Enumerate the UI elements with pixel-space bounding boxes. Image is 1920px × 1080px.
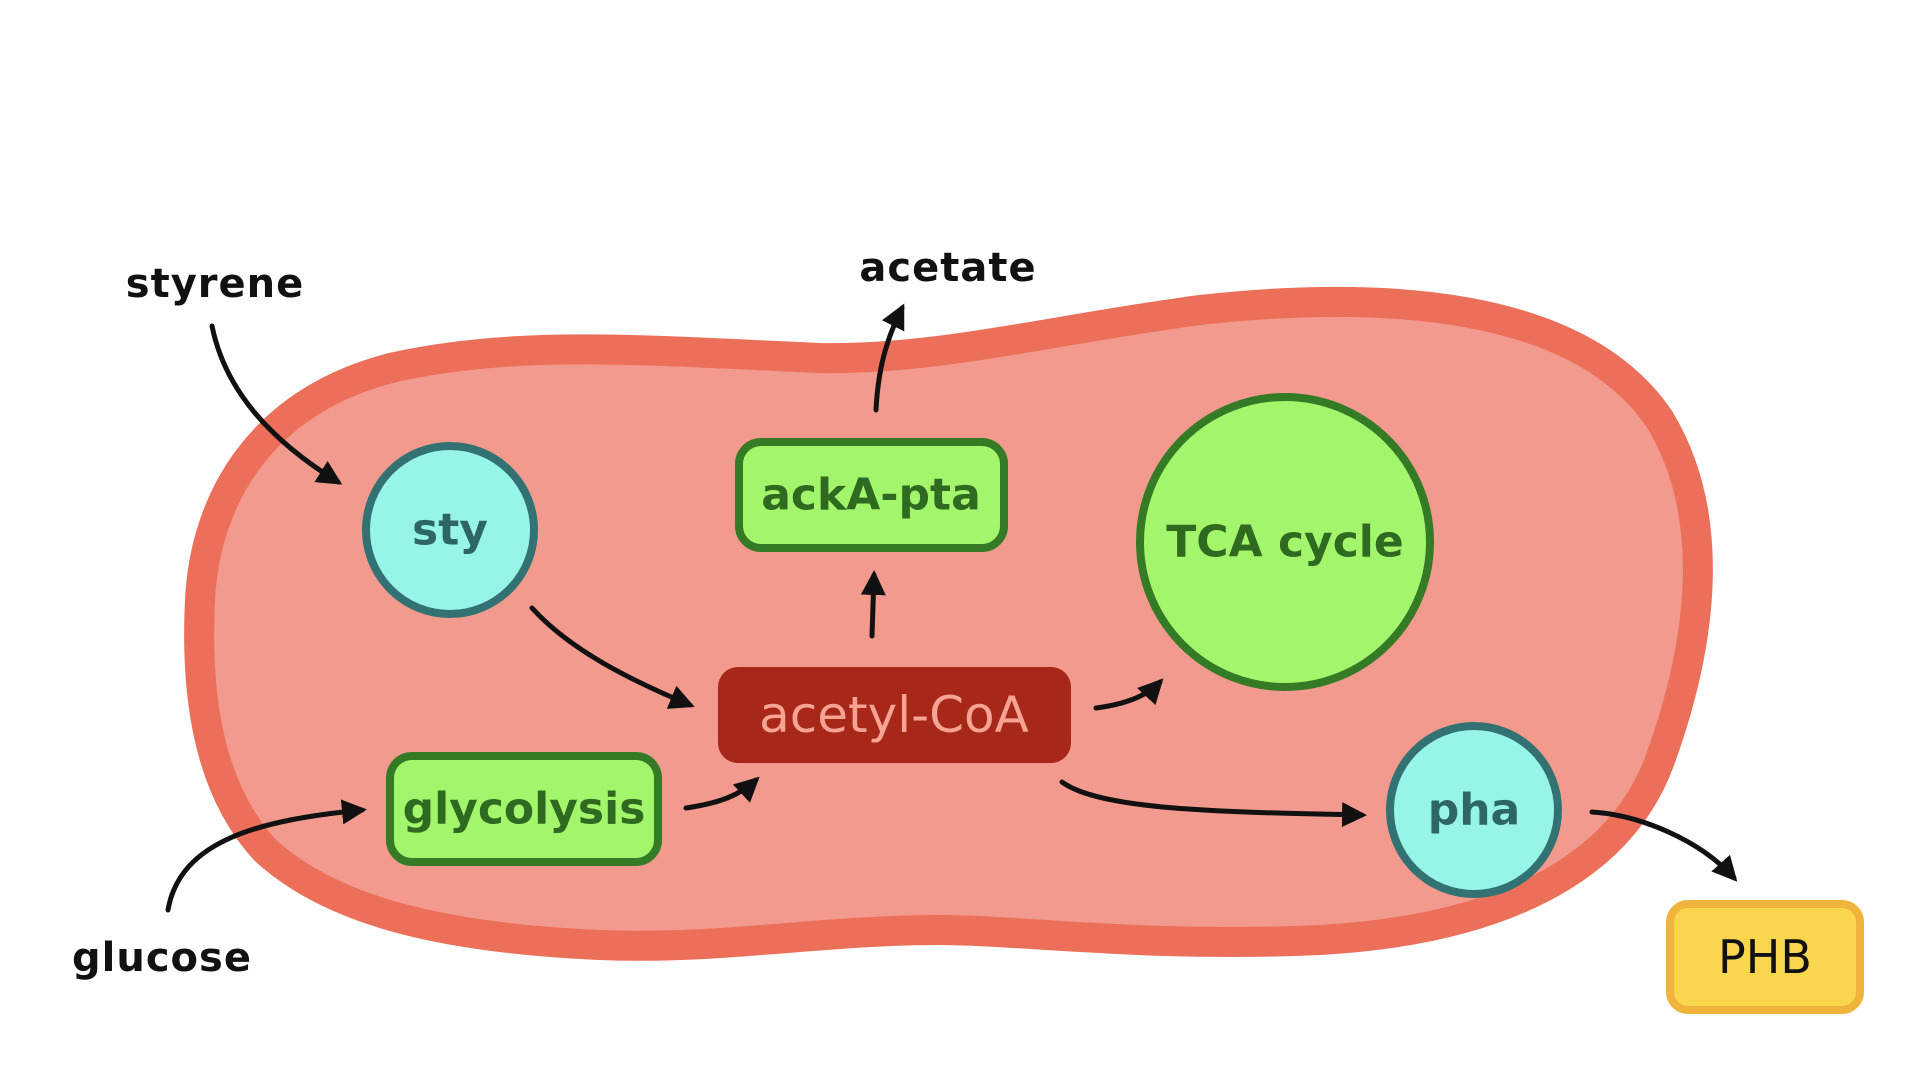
- arrow-acka-pta-to-acetate: [873, 303, 905, 413]
- arrow-acetyl-coa-to-tca: [1093, 678, 1164, 711]
- pha-label: pha: [1428, 785, 1521, 836]
- phb-product: PHB: [1666, 900, 1864, 1014]
- glucose-label: glucose: [72, 935, 252, 981]
- acetate-label: acetate: [859, 245, 1036, 291]
- pha-node: pha: [1386, 722, 1562, 898]
- arrow-sty-to-acetyl-coa: [529, 605, 695, 709]
- tca-cycle-node: TCA cycle: [1136, 393, 1434, 691]
- sty-label: sty: [412, 505, 488, 556]
- sty-node: sty: [362, 442, 538, 618]
- arrow-styrene-to-sty: [209, 323, 343, 485]
- arrow-acetyl-coa-to-acka-pta: [860, 570, 886, 639]
- acetyl-coa-node: acetyl-CoA: [718, 667, 1071, 763]
- arrow-acetyl-coa-to-pha: [1059, 779, 1367, 828]
- glycolysis-label: glycolysis: [403, 784, 646, 835]
- tca-cycle-label: TCA cycle: [1166, 517, 1403, 568]
- acka-pta-label: ackA-pta: [761, 470, 981, 521]
- phb-label: PHB: [1718, 930, 1812, 984]
- acetyl-coa-label: acetyl-CoA: [759, 686, 1029, 744]
- glycolysis-node: glycolysis: [386, 752, 662, 866]
- arrow-pha-to-phb: [1589, 809, 1738, 882]
- arrow-glycolysis-to-acetyl-coa: [683, 776, 760, 811]
- arrow-glucose-to-glycolysis: [165, 799, 367, 913]
- styrene-label: styrene: [126, 261, 304, 307]
- acka-pta-node: ackA-pta: [735, 438, 1008, 552]
